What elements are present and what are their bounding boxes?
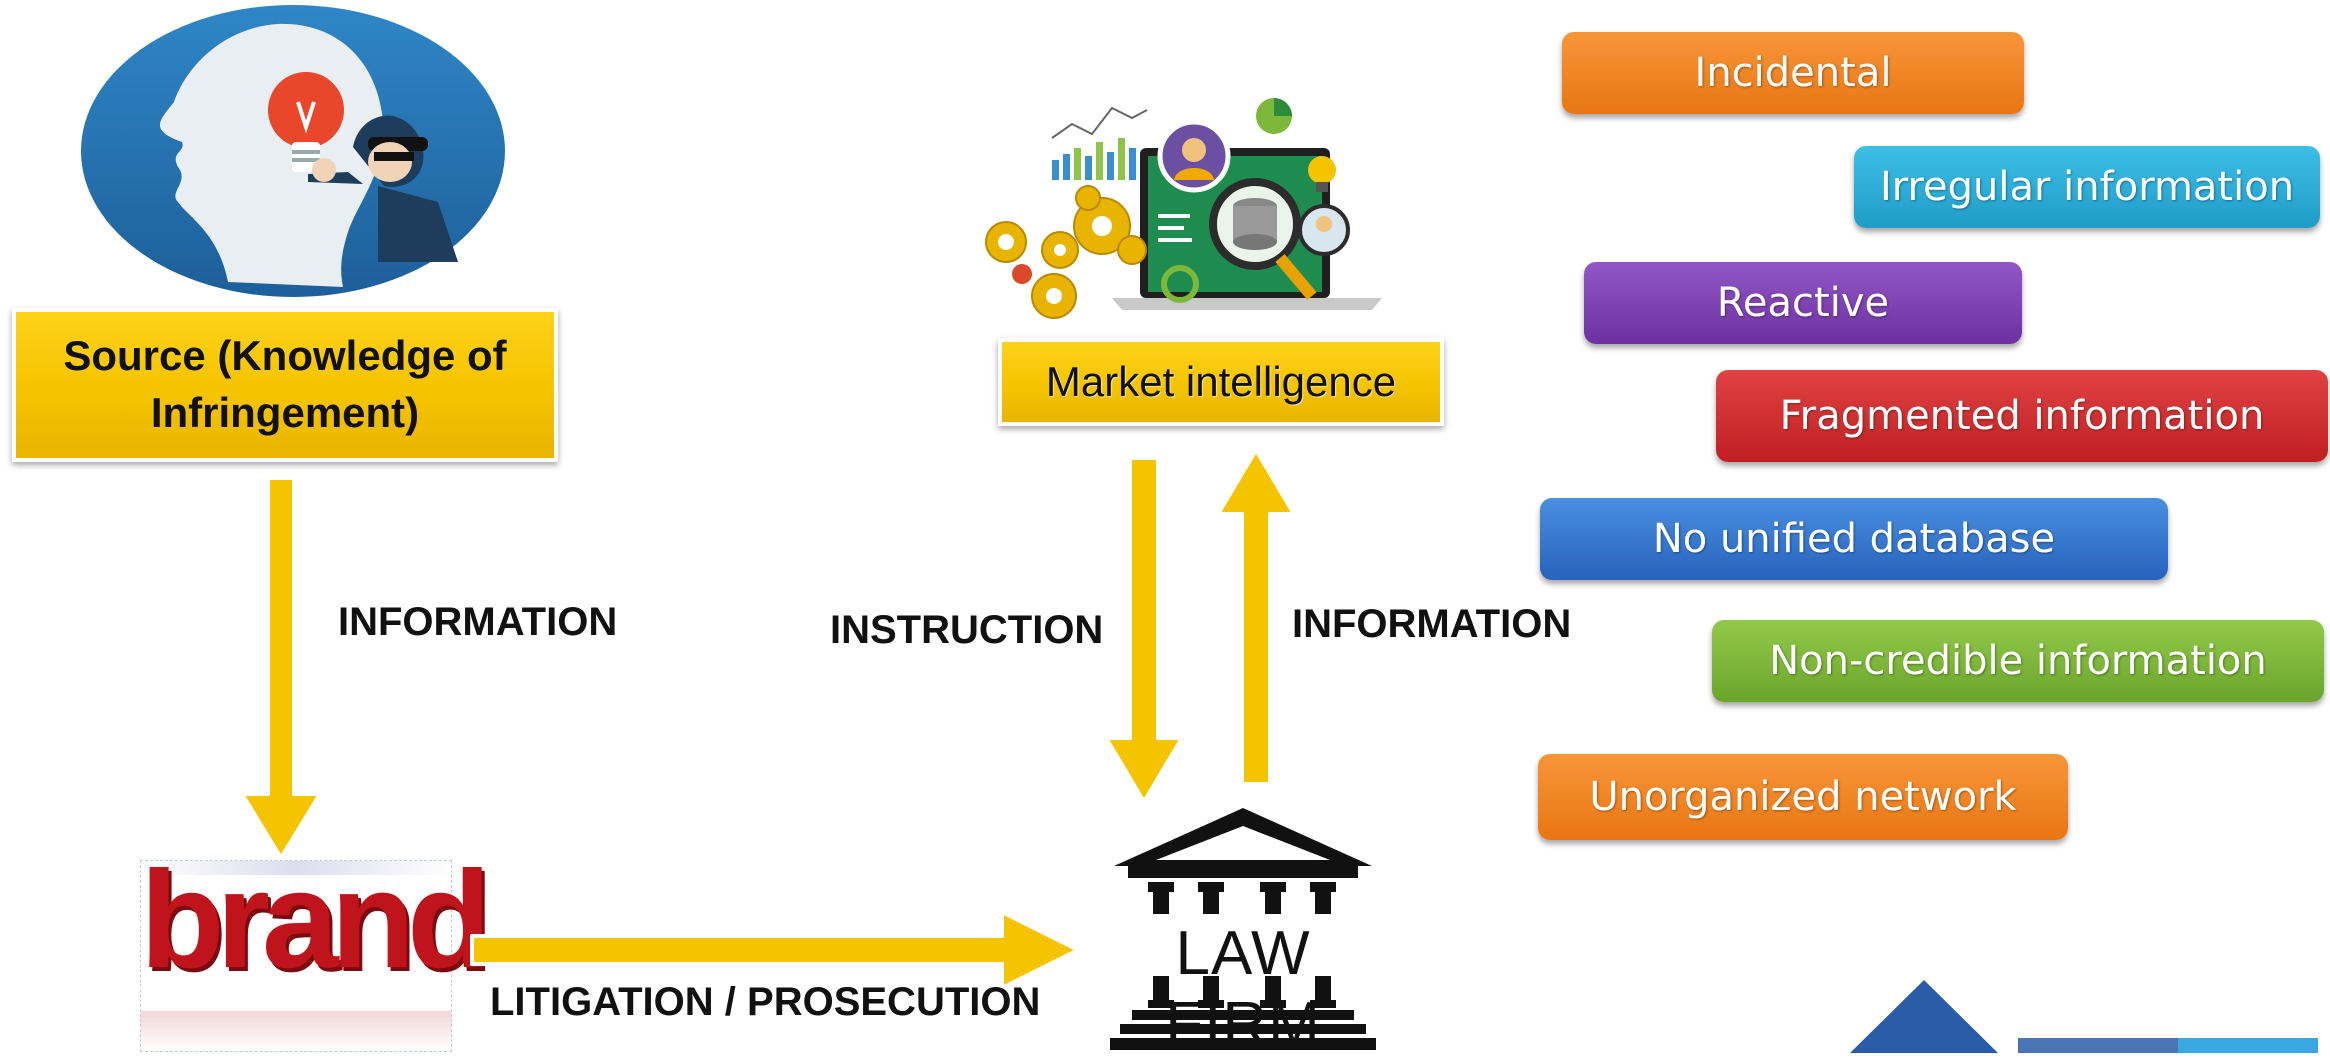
flow-label-information-left: INFORMATION <box>338 600 618 644</box>
issue-pill-label: Irregular information <box>1879 164 2295 210</box>
issue-pill-reactive: Reactive <box>1584 262 2022 344</box>
issue-pill-label: Non-credible information <box>1769 638 2267 684</box>
courthouse-columns-icon <box>1110 808 1376 1050</box>
arrow-right-brand-to-lawfirm <box>470 910 1080 990</box>
issue-pill-no-unified-database: No unified database <box>1540 498 2168 580</box>
thief-stealing-idea-icon <box>81 5 505 297</box>
issue-pill-non-credible-information: Non-credible information <box>1712 620 2324 702</box>
issue-pill-unorganized-network: Unorganized network <box>1538 754 2068 840</box>
brand-logo <box>140 860 452 1052</box>
arrow-down-source-to-brand <box>240 476 322 860</box>
issue-pill-label: Incidental <box>1694 50 1892 96</box>
issue-pill-incidental: Incidental <box>1562 32 2024 114</box>
brand-logo-text: brand <box>140 843 491 997</box>
issue-pill-label: Fragmented information <box>1779 393 2265 439</box>
issue-pill-fragmented-information: Fragmented information <box>1716 370 2328 462</box>
flow-label-instruction: INSTRUCTION <box>830 608 1104 652</box>
arrow-up-information <box>1216 448 1296 786</box>
issue-pill-label: Reactive <box>1716 280 1890 326</box>
market-intelligence-node: Market intelligence <box>998 338 1444 426</box>
issue-pill-label: No unified database <box>1652 516 2056 562</box>
flow-label-information-right: INFORMATION <box>1292 602 1572 646</box>
law-firm-label: LAW FIRM <box>1165 919 1321 1059</box>
flow-label-litigation: LITIGATION / PROSECUTION <box>490 980 1041 1024</box>
issue-pill-label: Unorganized network <box>1589 774 2017 820</box>
analytics-laptop-icon <box>985 98 1382 319</box>
arrow-down-instruction <box>1104 456 1184 804</box>
blue-diamond-logo-icon <box>1850 980 2318 1053</box>
issue-pill-irregular-information: Irregular information <box>1854 146 2320 228</box>
market-intelligence-label: Market intelligence <box>1045 358 1397 405</box>
